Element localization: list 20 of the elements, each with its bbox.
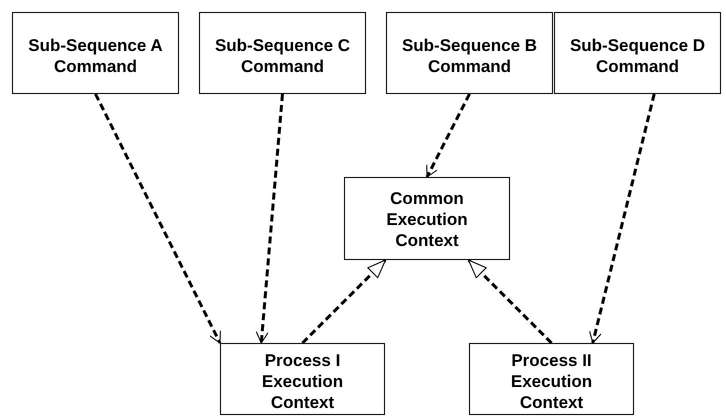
process-box — [199, 12, 366, 94]
box-label: Sub-Sequence C Command — [214, 35, 352, 77]
process-box — [344, 177, 510, 260]
process-box — [12, 12, 179, 94]
process-box — [386, 12, 553, 94]
process-box — [469, 343, 634, 415]
box-label: Sub-Sequence D Command — [568, 35, 706, 77]
box-label: Process II Execution Context — [510, 350, 594, 413]
box-label: Process I Execution Context — [260, 350, 344, 413]
box-label: Sub-Sequence B Command — [400, 35, 538, 77]
box-label: Sub-Sequence A Command — [27, 35, 164, 77]
dashed-arrow — [94, 93, 222, 344]
box-label: Common Execution Context — [385, 188, 469, 251]
process-box — [220, 343, 385, 415]
dashed-arrow — [589, 94, 656, 344]
process-box — [554, 12, 721, 94]
dashed-arrow — [426, 93, 471, 178]
dashed-arrow — [256, 94, 284, 344]
dashed-arrow — [467, 258, 553, 344]
dashed-arrow — [301, 258, 387, 344]
